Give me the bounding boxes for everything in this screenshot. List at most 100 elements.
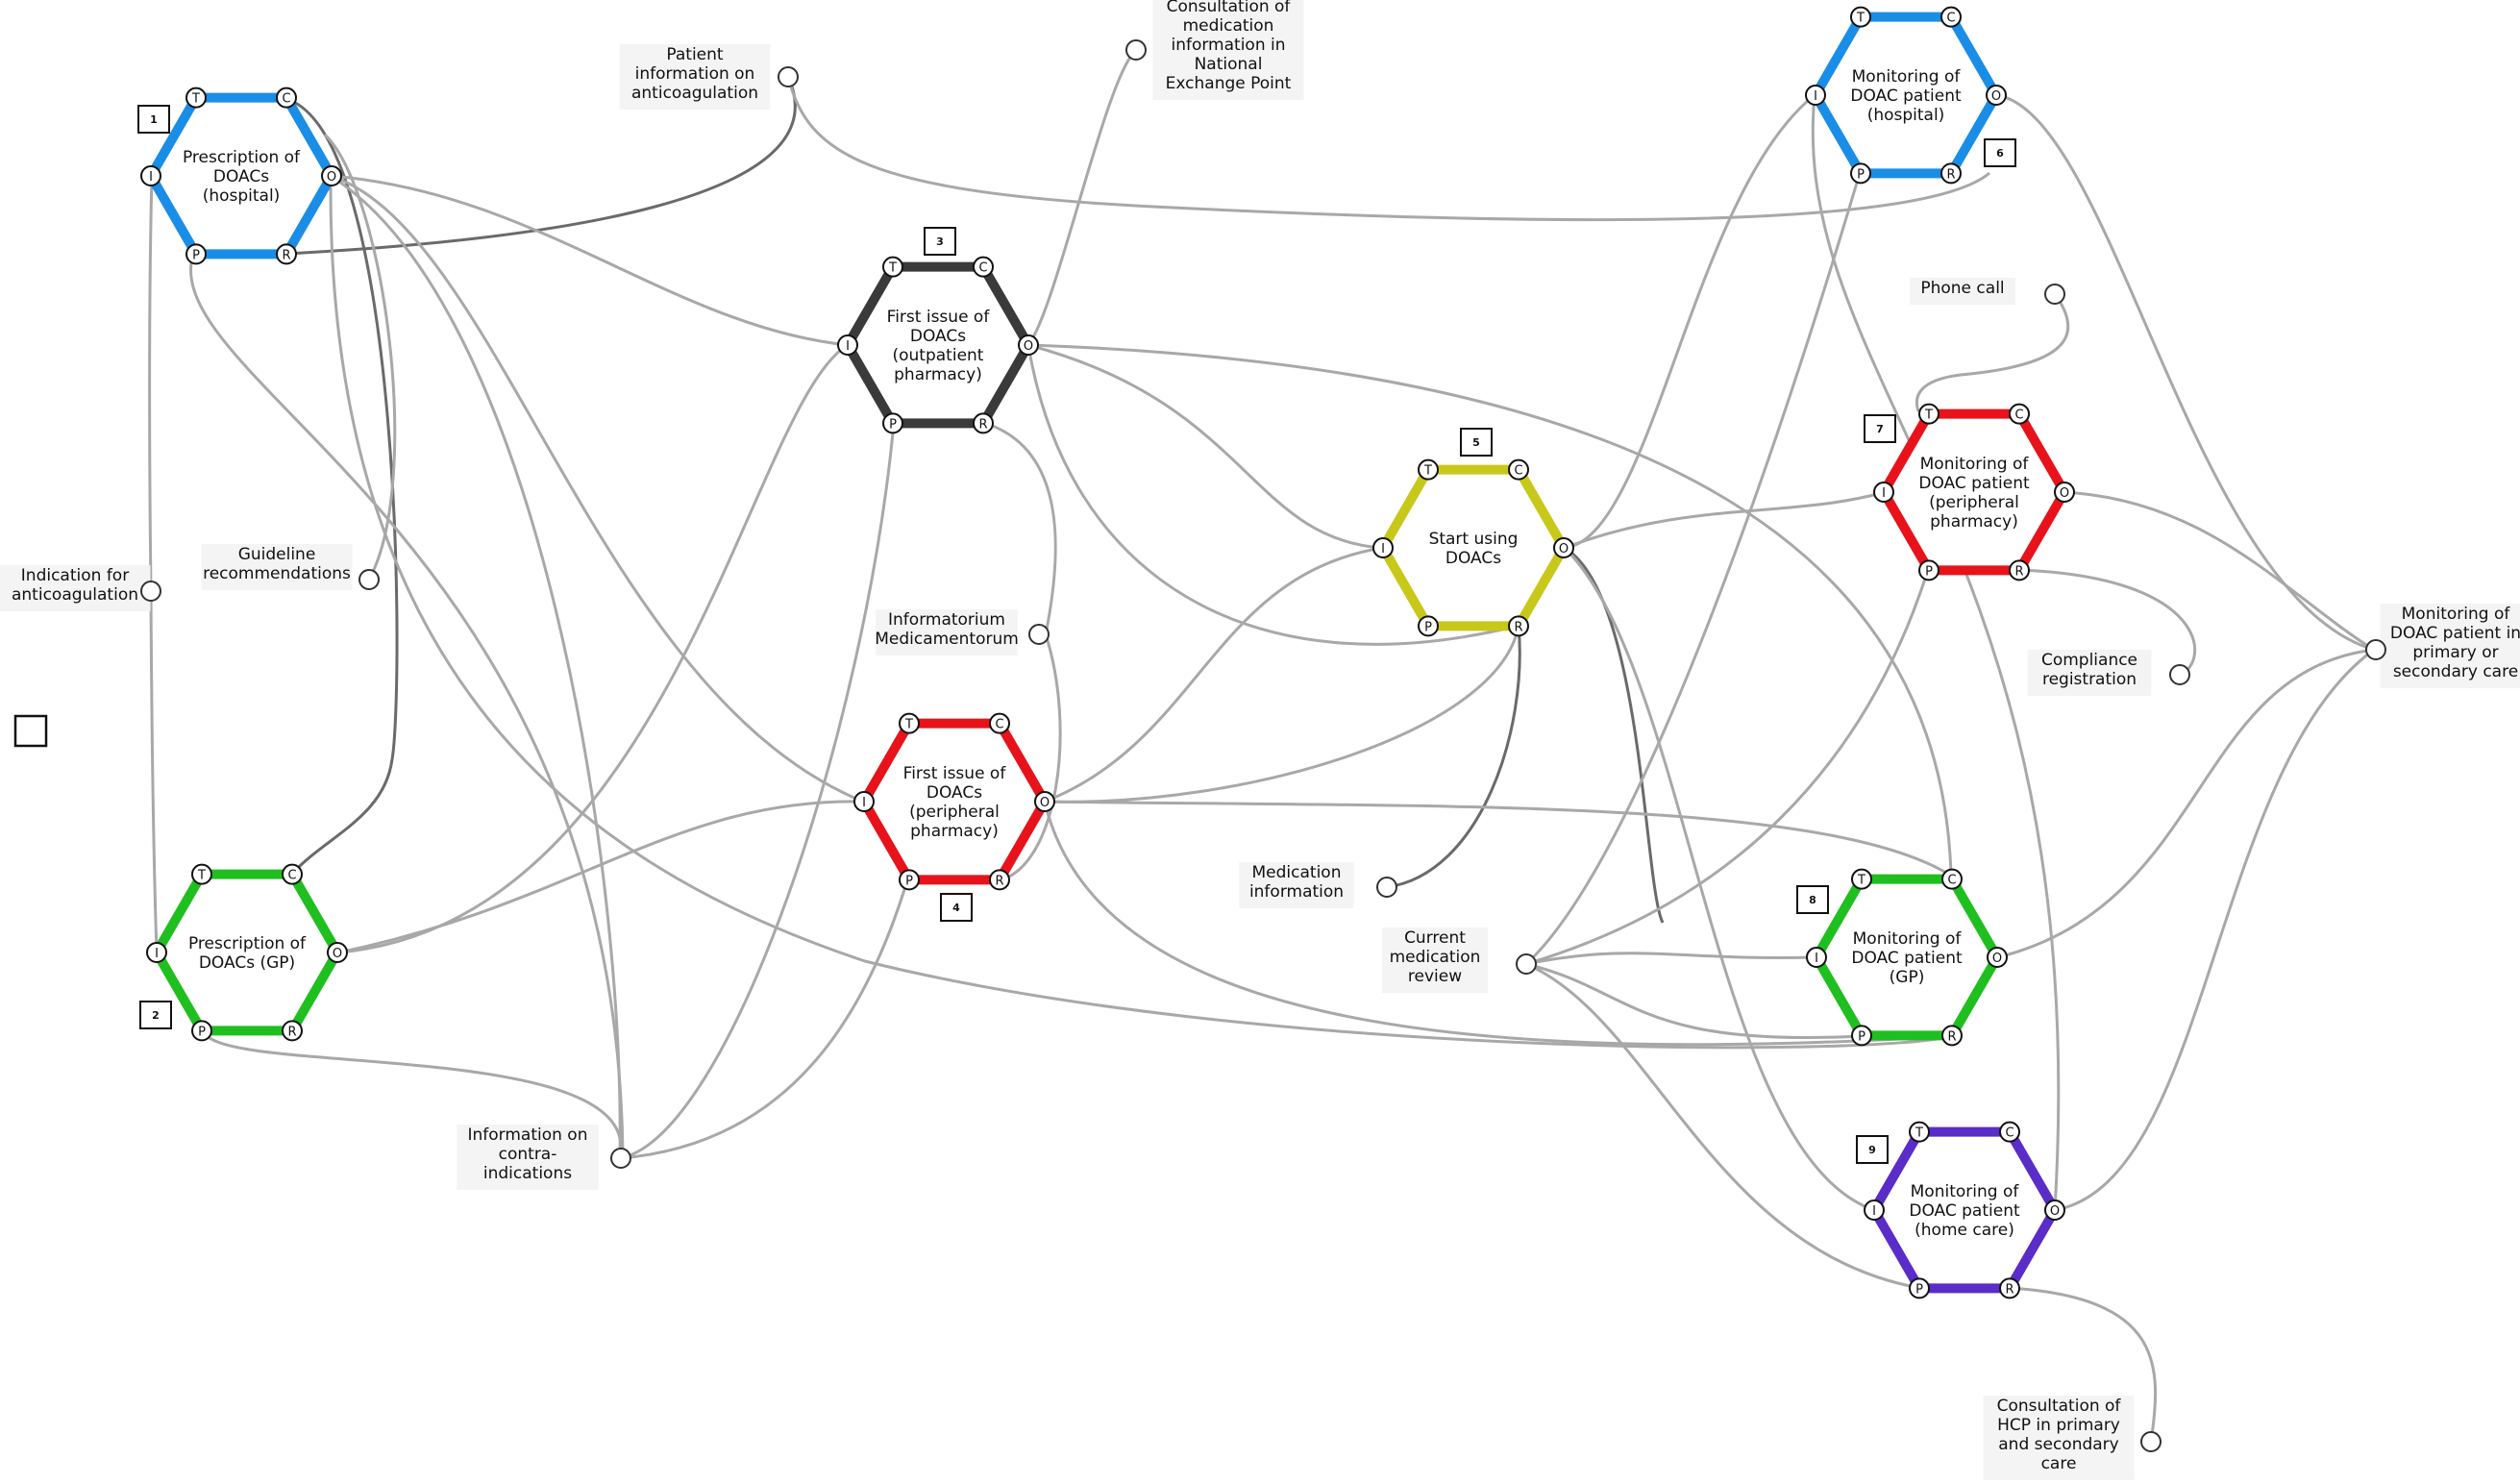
port-i[interactable]: I: [1372, 537, 1394, 558]
port-t[interactable]: T: [1909, 1121, 1930, 1143]
port-c[interactable]: C: [1508, 458, 1529, 481]
port-t[interactable]: T: [899, 712, 920, 734]
port-c[interactable]: C: [973, 256, 994, 278]
port-r[interactable]: R: [973, 412, 994, 434]
port-i[interactable]: I: [853, 791, 875, 812]
external-port-circle[interactable]: [2365, 639, 2386, 660]
label-background: [2027, 650, 2152, 696]
external-port-circle[interactable]: [1376, 877, 1397, 898]
port-c[interactable]: C: [282, 863, 303, 885]
external-port-circle[interactable]: [2169, 664, 2190, 685]
port-t[interactable]: T: [185, 87, 207, 109]
port-o[interactable]: O: [2054, 482, 2075, 503]
port-c[interactable]: C: [1941, 868, 1963, 890]
port-r[interactable]: R: [989, 869, 1010, 891]
port-o[interactable]: O: [1553, 537, 1574, 558]
port-r[interactable]: R: [1940, 162, 1962, 185]
port-c[interactable]: C: [276, 87, 297, 109]
external-port-circle[interactable]: [610, 1148, 631, 1169]
external-port-circle[interactable]: [2140, 1431, 2162, 1452]
port-i[interactable]: I: [1873, 482, 1894, 503]
port-t[interactable]: T: [191, 863, 212, 885]
external-port-circle[interactable]: [1028, 624, 1050, 645]
port-o[interactable]: O: [2044, 1200, 2065, 1221]
port-p[interactable]: P: [185, 243, 207, 265]
port-p[interactable]: P: [191, 1020, 212, 1042]
port-i[interactable]: I: [1864, 1200, 1885, 1221]
port-i[interactable]: I: [1805, 85, 1826, 106]
external-label-line: recommendations: [203, 564, 351, 583]
port-letter: C: [995, 718, 1003, 732]
external-label-line: Patient: [666, 45, 724, 64]
port-r[interactable]: R: [282, 1020, 303, 1042]
external-port-circle[interactable]: [1516, 953, 1537, 975]
port-p[interactable]: P: [1850, 162, 1871, 185]
port-c[interactable]: C: [1940, 6, 1962, 28]
port-t[interactable]: T: [1851, 868, 1872, 890]
port-p[interactable]: P: [1918, 559, 1939, 581]
port-r[interactable]: R: [1999, 1277, 2020, 1299]
external-port-circle[interactable]: [358, 569, 380, 590]
port-t[interactable]: T: [1918, 403, 1939, 425]
port-o[interactable]: O: [327, 942, 348, 963]
port-o[interactable]: O: [1987, 947, 2008, 968]
port-t[interactable]: T: [882, 256, 903, 278]
port-r[interactable]: R: [1508, 615, 1529, 637]
port-circle: [327, 942, 348, 963]
edge-guideline-h1: [323, 133, 397, 581]
port-letter: C: [1514, 464, 1522, 479]
port-c[interactable]: C: [1999, 1121, 2020, 1143]
edge-h9r-consultation-hcp: [2009, 1286, 2158, 1443]
port-o[interactable]: O: [1034, 791, 1055, 812]
port-o[interactable]: O: [321, 165, 342, 186]
port-letter: C: [282, 92, 290, 107]
port-t[interactable]: T: [1418, 458, 1439, 481]
port-i[interactable]: I: [146, 942, 167, 963]
port-o[interactable]: O: [1986, 85, 2007, 106]
port-c[interactable]: C: [2009, 403, 2030, 425]
external-label-line: information on: [635, 64, 755, 84]
external-label-line: medication: [1183, 16, 1274, 36]
port-p[interactable]: P: [899, 869, 920, 891]
port-o[interactable]: O: [1018, 334, 1039, 356]
port-p[interactable]: P: [1418, 615, 1439, 637]
edge-phone-h7t: [1915, 293, 2070, 412]
port-r[interactable]: R: [2009, 559, 2030, 581]
port-letter: R: [995, 874, 1003, 888]
port-c[interactable]: C: [989, 712, 1010, 734]
port-r[interactable]: R: [276, 243, 297, 265]
port-i[interactable]: I: [837, 334, 858, 356]
external-port-circle[interactable]: [778, 66, 799, 87]
external-port-circle[interactable]: [2044, 284, 2065, 305]
external-port-circle[interactable]: [1125, 39, 1147, 61]
port-t[interactable]: T: [1850, 6, 1871, 28]
port-i[interactable]: I: [140, 165, 161, 186]
port-r[interactable]: R: [1941, 1025, 1963, 1047]
port-p[interactable]: P: [882, 412, 903, 434]
external-node-phone-call[interactable]: Phone call: [1910, 278, 2065, 305]
port-i[interactable]: I: [1806, 947, 1827, 968]
external-port-circle[interactable]: [140, 581, 161, 602]
port-p[interactable]: P: [1851, 1025, 1872, 1047]
port-p[interactable]: P: [1909, 1277, 1930, 1299]
